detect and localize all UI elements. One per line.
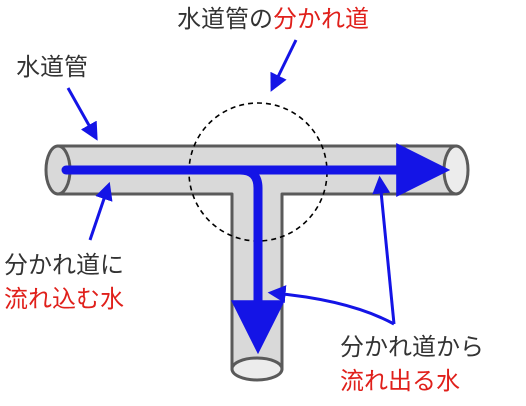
inflow-callout-arrow — [88, 181, 113, 241]
junction-label-prefix: 水道管の — [177, 5, 273, 33]
outflow-callout-arrow-right — [372, 175, 396, 325]
junction-label-highlight: 分かれ道 — [273, 5, 369, 33]
flow-branch-arrow — [231, 165, 285, 355]
inflow-label-line2: 流れ込む水 — [4, 285, 124, 313]
junction-callout-arrow — [270, 39, 298, 92]
pipe-label: 水道管 — [16, 53, 88, 81]
pipe-bottom-opening — [230, 356, 284, 382]
junction-label: 水道管の分かれ道 — [177, 4, 369, 34]
outflow-callout-arrow-down — [267, 285, 395, 326]
water-flow — [61, 143, 451, 355]
callout-arrows — [66, 39, 396, 326]
pipe-right-opening — [442, 144, 470, 196]
outflow-label-line1: 分かれ道から — [340, 333, 484, 361]
pipe-callout-arrow — [66, 87, 98, 141]
inflow-label-line1: 分かれ道に — [4, 251, 124, 279]
outflow-label-line2: 流れ出る水 — [340, 367, 460, 395]
